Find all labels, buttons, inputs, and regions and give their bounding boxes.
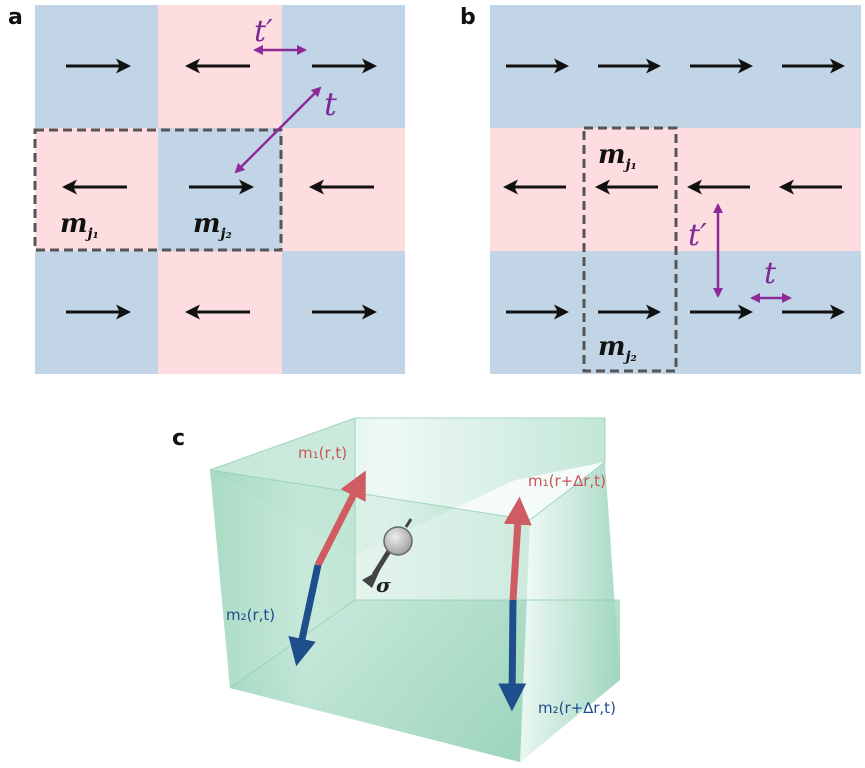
m2-arrow: [288, 564, 322, 667]
nn-hopping-arrow: [234, 86, 322, 174]
right-wall: [520, 462, 620, 762]
panel-c: c σ: [172, 417, 620, 762]
moment-j1-label: mj₁: [598, 140, 637, 173]
box-3d: [209, 417, 620, 762]
panel-c-label: c: [172, 426, 185, 451]
m2-label: m₂(r,t): [226, 606, 275, 624]
cell: [282, 128, 405, 251]
cell: [35, 128, 158, 251]
top-face: [210, 418, 605, 520]
spin-tail: [404, 518, 413, 528]
moment-pair-left: [288, 470, 366, 667]
nnn-hopping-label: t′: [688, 218, 707, 253]
nnn-hopping-label: t′: [254, 14, 273, 49]
panel-b-hoppings: [713, 203, 792, 303]
m1-shift-arrow: [503, 496, 532, 601]
moment-j2-label: mj₂: [598, 332, 637, 365]
panel-a-moments: [62, 58, 377, 320]
unit-cell-box: [582, 126, 678, 373]
m2-shift-arrow: [498, 599, 527, 712]
panel-b-label: b: [460, 5, 476, 30]
nn-hopping-label: t: [324, 85, 337, 123]
electron-ball: [383, 526, 413, 556]
moment-j2-label: mj₂: [193, 209, 232, 242]
panel-a-label: a: [8, 5, 23, 30]
panel-b: b t′ t mj₁ mj₂: [460, 5, 861, 374]
m1-shift-label: m₁(r+∆r,t): [528, 472, 606, 490]
m1-arrow: [314, 470, 366, 567]
panel-a: a t′ t m: [8, 5, 405, 374]
spin-arrow-head: [362, 570, 380, 588]
panel-a-hoppings: [234, 45, 322, 174]
electron-spin-icon: [362, 518, 413, 588]
panel-a-lattice: [35, 5, 405, 374]
nn-hopping-label: t: [764, 256, 777, 291]
m2-shift-label: m₂(r+∆r,t): [538, 699, 616, 717]
panel-b-moments: [503, 58, 845, 320]
moment-j1-label: mj₁: [60, 209, 99, 242]
front-wall: [210, 470, 530, 762]
m1-label: m₁(r,t): [298, 444, 347, 462]
spin-label: σ: [376, 573, 391, 597]
unit-cell-box: [33, 128, 283, 252]
moment-pair-right: [498, 496, 532, 712]
